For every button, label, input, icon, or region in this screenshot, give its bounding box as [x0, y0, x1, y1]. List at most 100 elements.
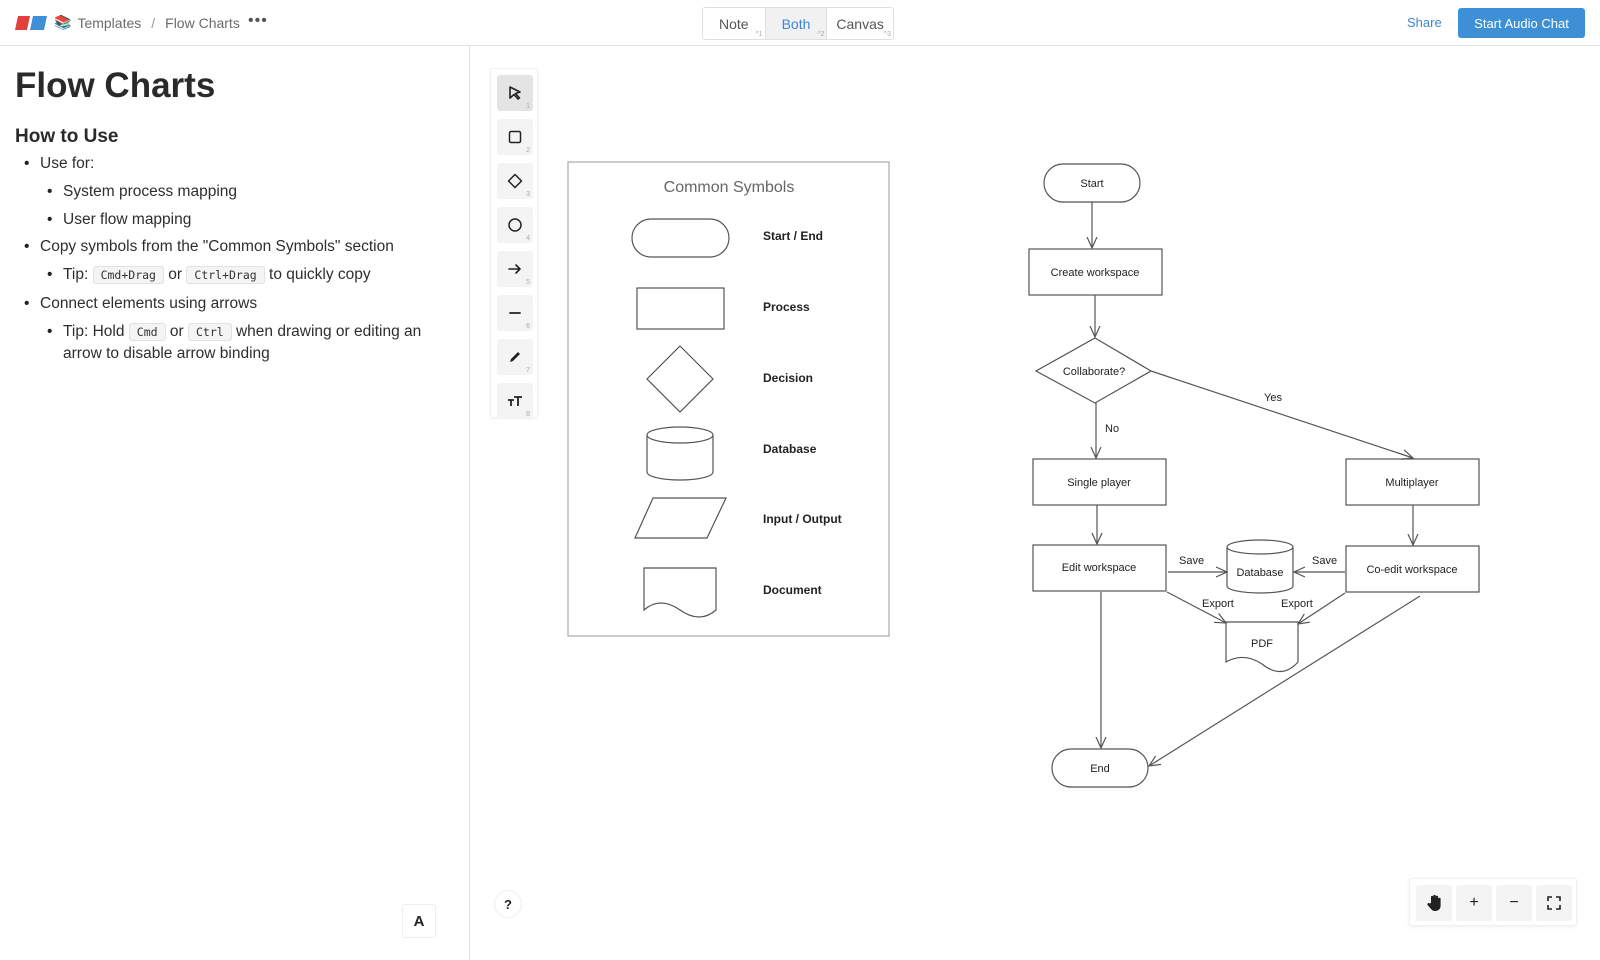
symbol-decision[interactable]	[646, 345, 714, 413]
node-label: Edit workspace	[1062, 562, 1137, 574]
list-item-text: Tip:	[63, 266, 89, 283]
view-mode-note-label: Note	[719, 15, 749, 32]
inline-code: Cmd	[128, 323, 166, 341]
breadcrumb: 📚 Templates / Flow Charts	[54, 14, 240, 31]
share-button[interactable]: Share	[1407, 15, 1442, 30]
symbol-label: Database	[763, 442, 817, 456]
edge-label: No	[1105, 423, 1119, 435]
arrow-coedit-end[interactable]	[1149, 595, 1421, 766]
list-item-text: Tip: Hold	[63, 323, 125, 340]
shortcut-hint: 1	[526, 103, 530, 110]
view-mode-canvas[interactable]: Canvas ^3	[827, 8, 893, 39]
node-label: Collaborate?	[1063, 366, 1125, 378]
list-item: Tip: Cmd+Drag or Ctrl+Drag to quickly co…	[47, 264, 371, 286]
node-start[interactable]: Start	[1043, 163, 1141, 203]
font-style-button[interactable]: A	[402, 904, 436, 938]
zoom-in-button[interactable]: +	[1456, 885, 1492, 921]
inline-code: Ctrl	[187, 323, 232, 341]
list-item-text: arrow to disable arrow binding	[63, 345, 270, 362]
shortcut-hint: 3	[526, 191, 530, 198]
symbols-title: Common Symbols	[664, 179, 795, 196]
canvas[interactable]: 1 2 3 4 5 6 7 8	[471, 46, 1600, 960]
symbol-database[interactable]	[646, 426, 714, 481]
more-options-button[interactable]: •••	[248, 12, 268, 29]
list-item-text: to quickly copy	[269, 266, 371, 283]
edge-label: Export	[1202, 598, 1234, 610]
tool-pencil[interactable]: 7	[497, 339, 533, 375]
inline-code: Cmd+Drag	[92, 266, 164, 284]
arrow-yes[interactable]	[1150, 370, 1413, 458]
shortcut-hint: 2	[526, 147, 530, 154]
line-icon	[509, 312, 521, 314]
node-pdf[interactable]: PDF	[1225, 621, 1299, 673]
node-collaborate[interactable]: Collaborate?	[1034, 337, 1153, 404]
symbol-document[interactable]	[643, 567, 717, 618]
common-symbols-panel[interactable]: Common Symbols Start / End Process Decis…	[567, 161, 890, 637]
section-heading: How to Use	[15, 126, 119, 147]
zoom-controls: + −	[1409, 878, 1577, 926]
view-mode-canvas-label: Canvas	[836, 15, 884, 32]
node-label: Database	[1236, 567, 1283, 579]
fit-to-screen-button[interactable]	[1536, 885, 1572, 921]
text-size-icon	[508, 396, 522, 406]
app-logo[interactable]	[15, 16, 47, 30]
rectangle-icon	[508, 130, 522, 144]
tool-rectangle[interactable]: 2	[497, 119, 533, 155]
node-edit-workspace[interactable]: Edit workspace	[1032, 544, 1167, 592]
shortcut-hint: ^2	[817, 31, 825, 38]
node-create-workspace[interactable]: Create workspace	[1028, 248, 1163, 296]
tool-line[interactable]: 6	[497, 295, 533, 331]
drawing-surface: Common Symbols Start / End Process Decis…	[567, 161, 1480, 788]
help-button[interactable]: ?	[494, 890, 522, 918]
inline-code: Ctrl+Drag	[186, 266, 265, 284]
arrow-export-right[interactable]	[1298, 592, 1346, 624]
page-title: Flow Charts	[15, 66, 216, 105]
node-label: Start	[1080, 178, 1103, 190]
symbol-label: Document	[763, 583, 822, 597]
edge-label: Save	[1312, 555, 1337, 567]
node-label: Single player	[1067, 477, 1131, 489]
node-co-edit-workspace[interactable]: Co-edit workspace	[1345, 545, 1480, 593]
tool-text[interactable]: 8	[497, 383, 533, 419]
node-label: End	[1090, 763, 1110, 775]
list-item-text: when drawing or editing an	[235, 323, 422, 340]
view-mode-note[interactable]: Note ^1	[703, 8, 766, 39]
symbol-process[interactable]	[636, 287, 725, 330]
node-multiplayer[interactable]: Multiplayer	[1345, 458, 1480, 506]
start-audio-chat-button[interactable]: Start Audio Chat	[1458, 8, 1585, 38]
node-database[interactable]: Database	[1226, 539, 1294, 594]
top-bar: 📚 Templates / Flow Charts ••• Note ^1 Bo…	[0, 0, 1600, 46]
shortcut-hint: 4	[526, 235, 530, 242]
list-item-text: Use for:	[40, 155, 95, 172]
node-label: PDF	[1251, 638, 1273, 650]
view-mode-both-label: Both	[781, 15, 811, 32]
tool-arrow[interactable]: 5	[497, 251, 533, 287]
symbol-terminator[interactable]	[631, 218, 730, 258]
shortcut-hint: ^1	[755, 31, 763, 38]
symbol-label: Decision	[763, 371, 813, 385]
node-single-player[interactable]: Single player	[1032, 458, 1167, 506]
list-item: Use for:	[24, 153, 95, 175]
list-item: User flow mapping	[47, 209, 191, 231]
hand-icon	[1427, 894, 1441, 911]
tool-diamond[interactable]: 3	[497, 163, 533, 199]
tool-select[interactable]: 1	[497, 75, 533, 111]
symbol-input-output[interactable]	[634, 497, 727, 539]
breadcrumb-templates[interactable]: Templates	[77, 14, 142, 31]
node-end[interactable]: End	[1051, 748, 1149, 788]
zoom-out-button[interactable]: −	[1496, 885, 1532, 921]
hand-tool-button[interactable]	[1416, 885, 1452, 921]
flowchart: Start Create workspace Collaborate? Sing…	[1028, 163, 1480, 788]
breadcrumb-separator: /	[151, 14, 156, 31]
view-mode-toggle: Note ^1 Both ^2 Canvas ^3	[702, 7, 894, 40]
node-label: Co-edit workspace	[1366, 564, 1457, 576]
tool-ellipse[interactable]: 4	[497, 207, 533, 243]
node-label: Multiplayer	[1385, 477, 1439, 489]
diamond-icon	[507, 173, 523, 189]
pencil-icon	[510, 352, 520, 362]
breadcrumb-flow-charts[interactable]: Flow Charts	[165, 14, 240, 31]
arrow-export-left[interactable]	[1166, 591, 1226, 623]
view-mode-both[interactable]: Both ^2	[765, 8, 828, 39]
symbol-label: Start / End	[763, 229, 823, 243]
list-item: System process mapping	[47, 181, 237, 203]
